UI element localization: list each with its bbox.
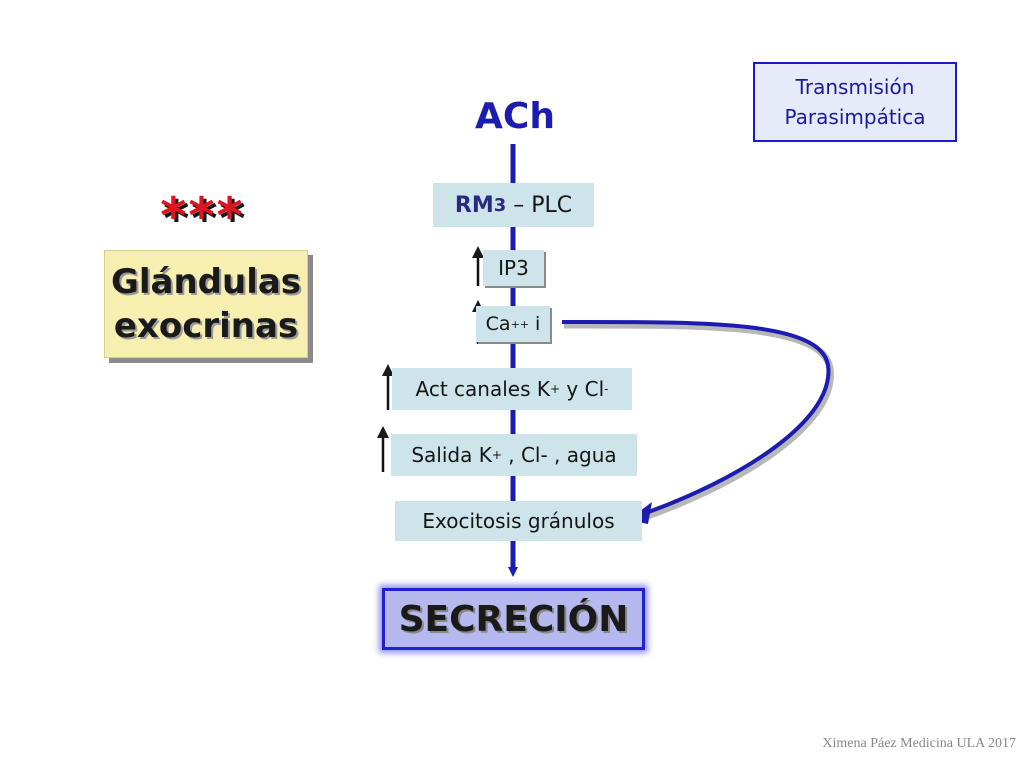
calcium-main: Ca — [485, 313, 511, 335]
receptor-rest: – PLC — [506, 192, 573, 218]
title-line-2: Parasimpática — [784, 105, 926, 129]
channels-prefix: Act canales K — [415, 377, 550, 401]
step-ip3: IP3 — [483, 250, 544, 286]
title-box: Transmisión Parasimpática — [753, 62, 957, 142]
target-tissue-box: Glándulas exocrinas — [104, 250, 308, 358]
calcium-superscript: ++ — [510, 317, 530, 331]
neurotransmitter-label: ACh — [475, 96, 555, 137]
calcium-rest: i — [529, 313, 541, 335]
result-box: SECRECIÓN — [382, 588, 645, 650]
target-line-2: exocrinas — [113, 306, 299, 346]
target-line-1: Glándulas — [110, 262, 302, 302]
title-line-1: Transmisión — [795, 75, 915, 99]
channels-cl-subscript: - — [604, 382, 609, 396]
step-exocytosis: Exocitosis gránulos — [395, 501, 642, 541]
receptor-subscript: 3 — [493, 194, 507, 216]
step-efflux: Salida K+ , Cl- , agua — [391, 434, 637, 476]
footer-credit: Ximena Páez Medicina ULA 2017 — [822, 736, 1016, 751]
calcium-to-exocytosis-arrow-main — [561, 319, 831, 517]
channels-middle: y Cl — [560, 377, 605, 401]
emphasis-stars: *** — [160, 187, 245, 245]
calcium-to-exocytosis-arrow — [563, 321, 834, 522]
step-channels: Act canales K+ y Cl- — [392, 368, 632, 410]
channels-k-superscript: + — [549, 382, 561, 396]
efflux-prefix: Salida K — [411, 443, 492, 467]
efflux-k-superscript: + — [491, 448, 502, 462]
efflux-rest: , Cl- , agua — [501, 443, 617, 467]
step-calcium: Ca++ i — [476, 306, 550, 342]
receptor-main: RM — [454, 192, 494, 218]
